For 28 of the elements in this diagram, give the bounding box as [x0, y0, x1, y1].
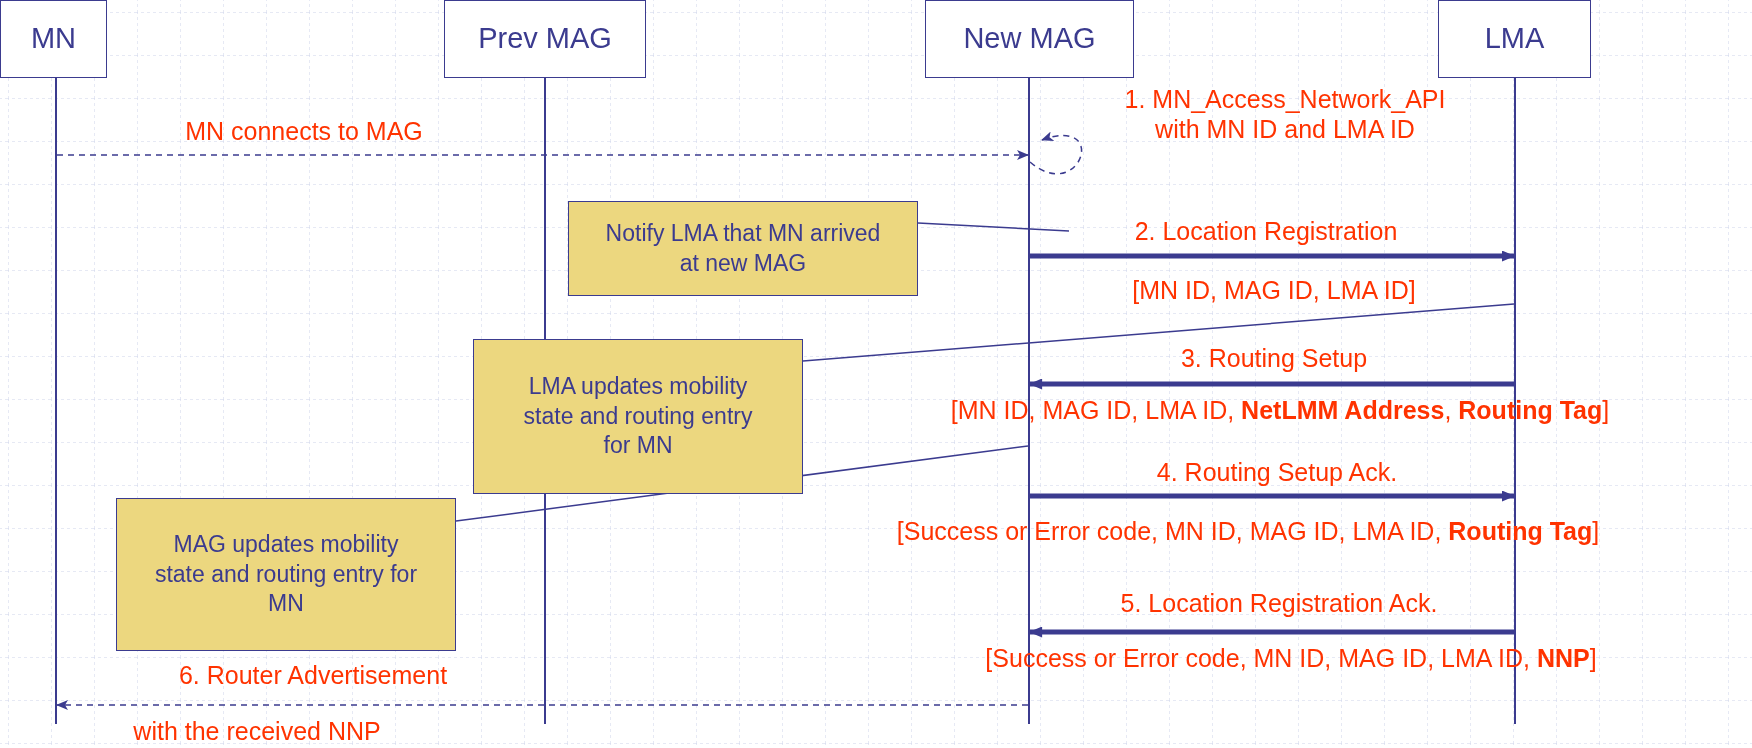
- note-box: MAG updates mobility state and routing entry for MN: [116, 498, 456, 651]
- message-arrow: [56, 150, 1029, 160]
- note-box: Notify LMA that MN arrived at new MAG: [568, 201, 918, 296]
- leader-line: [917, 222, 1070, 232]
- participant-box: Prev MAG: [444, 0, 646, 78]
- leader-line: [802, 303, 1515, 362]
- message-parameters: [MN ID, MAG ID, LMA ID]: [1132, 275, 1416, 305]
- edge-label: 4. Routing Setup Ack.: [1156, 457, 1398, 487]
- participant-box: New MAG: [925, 0, 1134, 78]
- edge-label: 5. Location Registration Ack.: [1120, 588, 1438, 618]
- message-arrow: [1030, 490, 1516, 502]
- message-arrow: [1028, 378, 1514, 390]
- edge-label: MN connects to MAG: [185, 116, 423, 146]
- message-arrow: [1030, 250, 1516, 262]
- edge-label: 6. Router Advertisement: [178, 660, 448, 690]
- message-arrow: [56, 700, 1029, 710]
- edge-label: 2. Location Registration: [1134, 216, 1398, 246]
- edge-label: 1. MN_Access_Network_API with MN ID and LMA ID: [1123, 84, 1447, 144]
- participant-box: LMA: [1438, 0, 1591, 78]
- message-parameters: with the received NNP: [133, 716, 381, 746]
- message-arrow: [1028, 626, 1514, 638]
- lifeline: [55, 78, 57, 724]
- lifeline: [1028, 78, 1030, 724]
- participant-box: MN: [0, 0, 107, 78]
- note-box: LMA updates mobility state and routing entry for MN: [473, 339, 803, 494]
- edge-label: 3. Routing Setup: [1180, 343, 1368, 373]
- self-message-arrow: [1029, 132, 1083, 175]
- lifeline: [1514, 78, 1516, 724]
